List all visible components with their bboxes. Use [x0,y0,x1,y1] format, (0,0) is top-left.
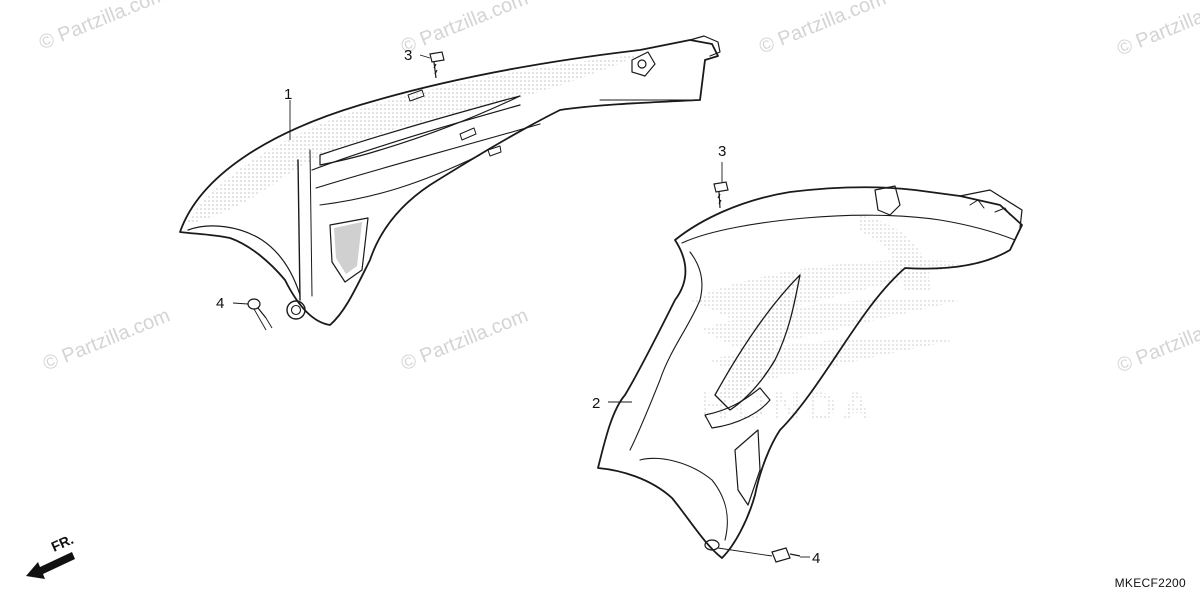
bolt-3-lower [713,181,729,209]
diagram-code: MKECF2200 [1114,576,1186,590]
front-indicator: FR. [26,531,76,579]
part-2-shroud [597,185,1023,559]
callout-4-upper: 4 [216,295,224,312]
part-1-shroud [179,35,721,326]
arrow-left-down-icon [26,552,75,579]
callout-1: 1 [284,86,292,103]
callout-2: 2 [592,395,600,412]
bolt-3-upper [429,51,445,79]
front-label: FR. [49,531,76,555]
screw-4-lower [771,547,801,563]
callout-3-upper: 3 [404,47,412,64]
callout-4-lower: 4 [812,550,820,567]
leader-lines [232,54,810,558]
callout-3-lower: 3 [718,143,726,160]
screw-4-upper [247,298,267,319]
